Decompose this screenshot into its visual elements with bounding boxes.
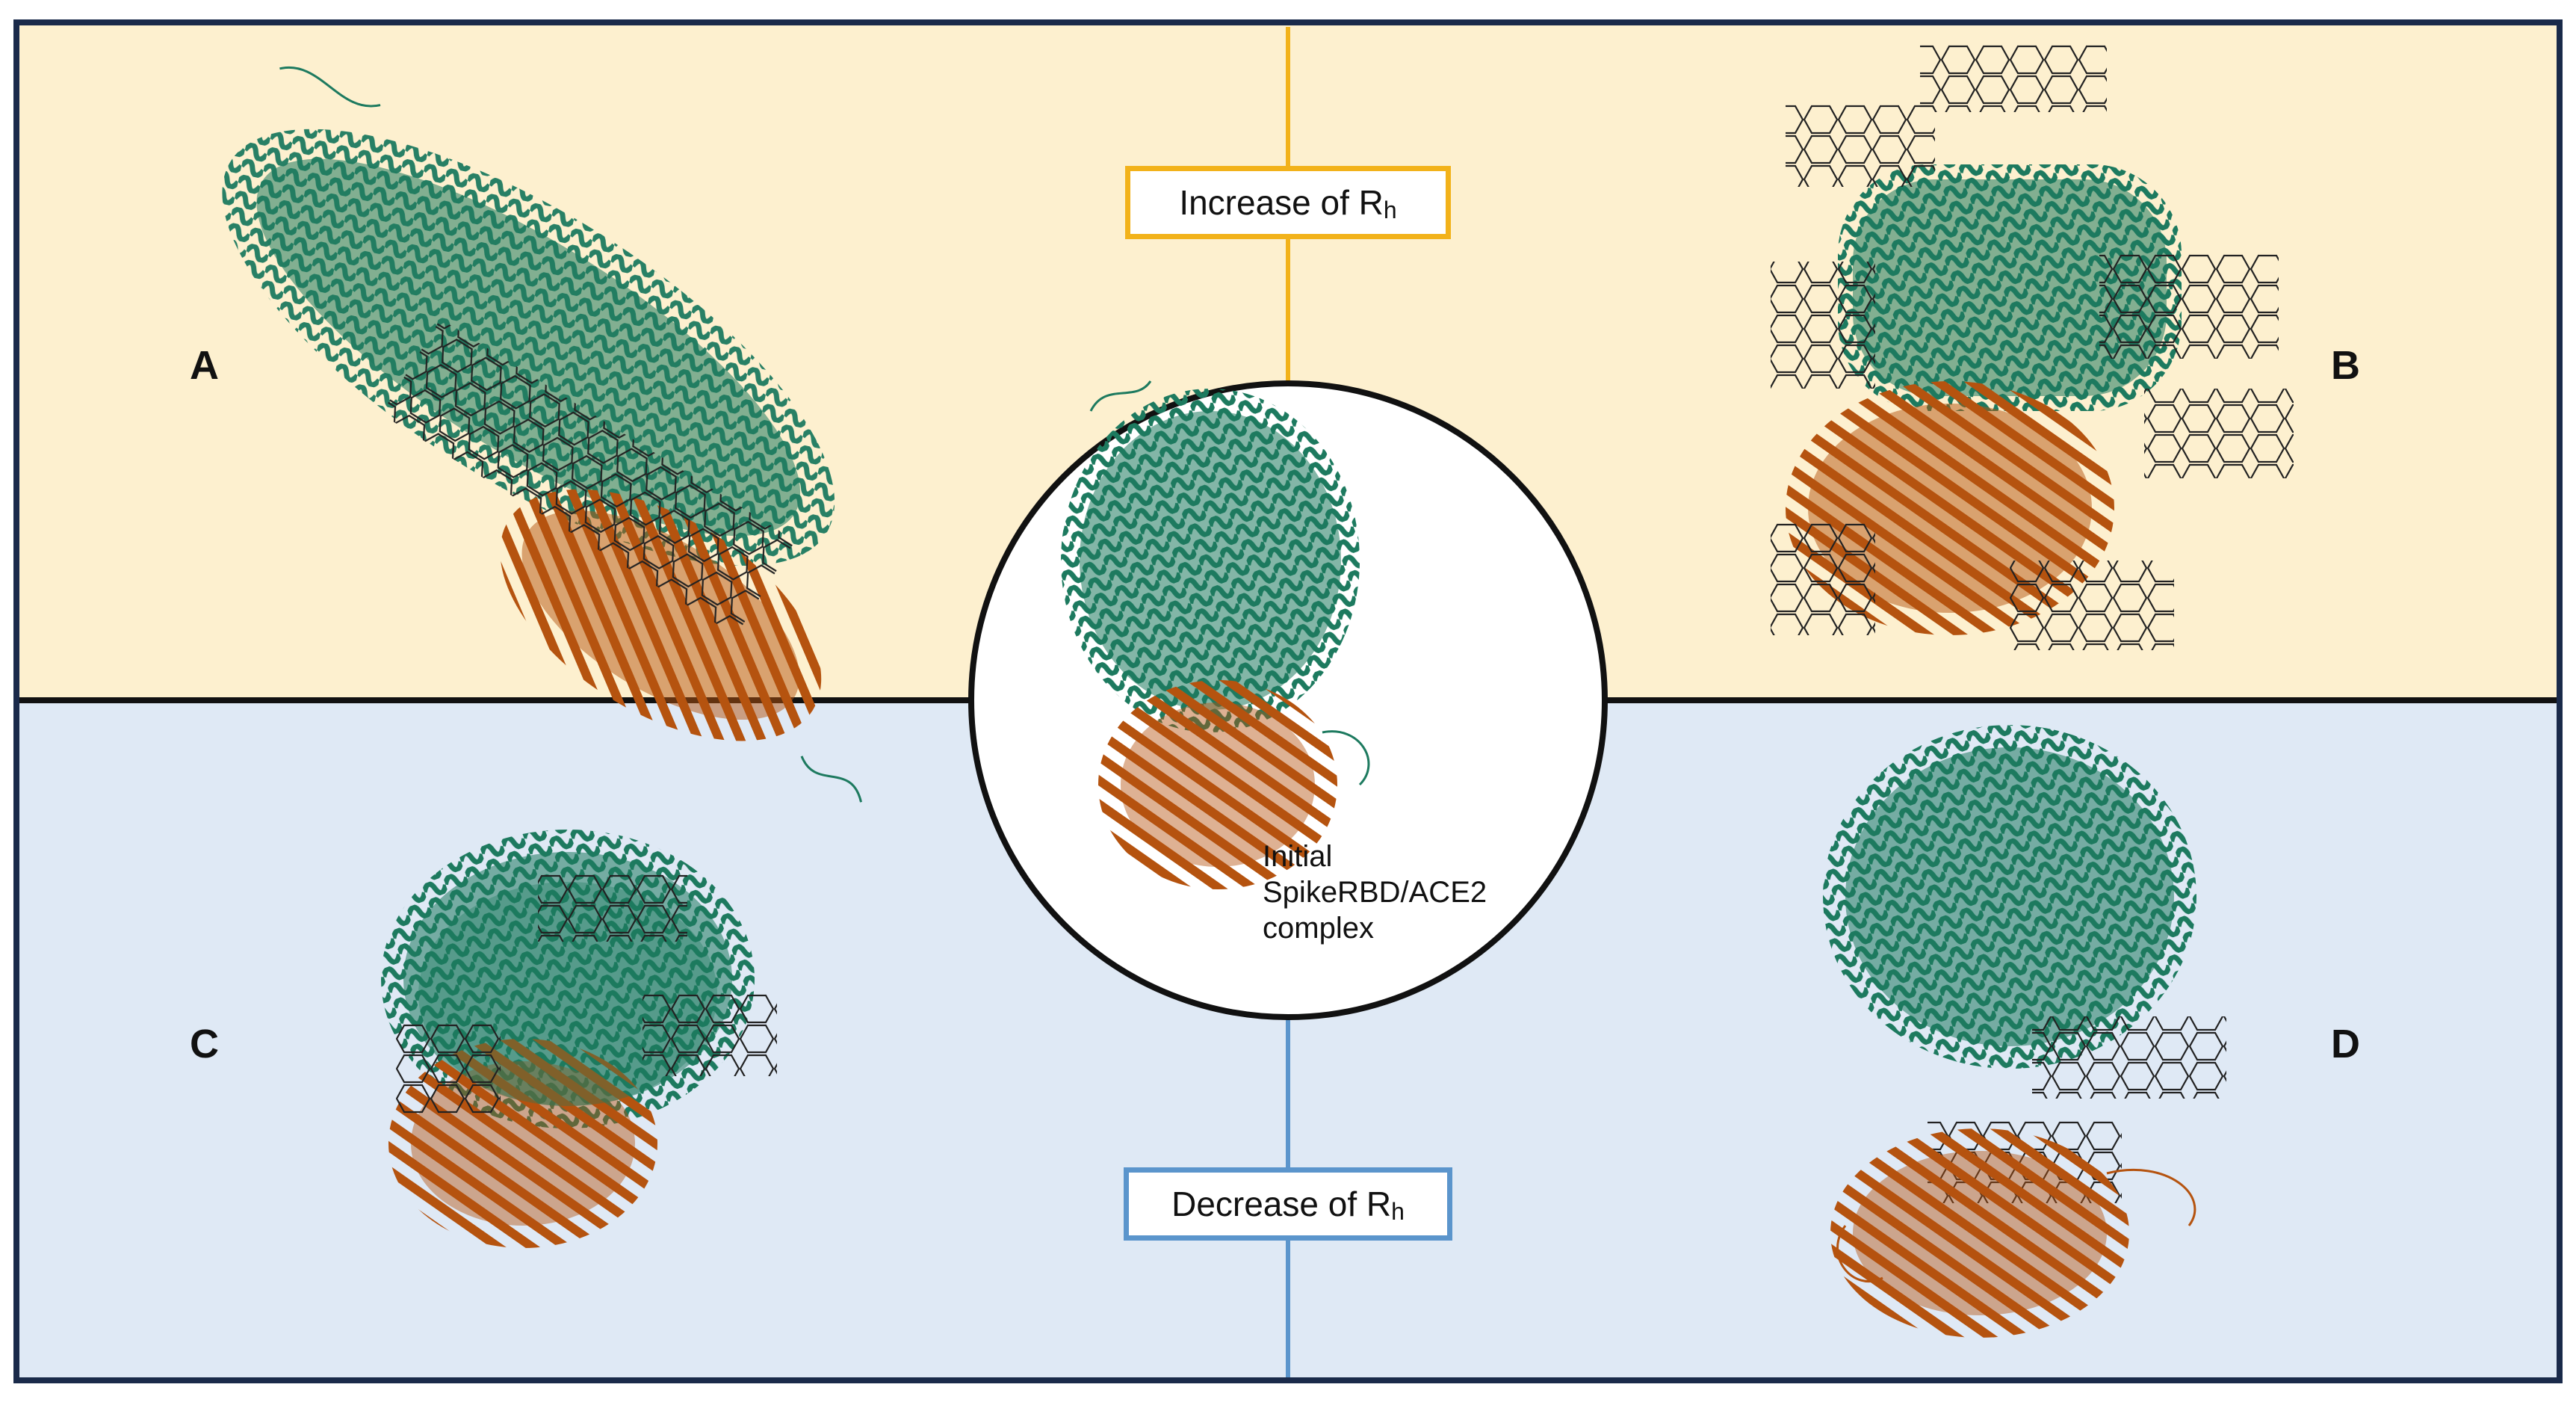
panel-d-structure xyxy=(1823,725,2226,1338)
panel-letter-a: A xyxy=(190,343,219,388)
panel-b-structure xyxy=(1771,45,2294,650)
increase-rh-text: Increase of R xyxy=(1179,183,1384,222)
increase-rh-subscript: h xyxy=(1383,196,1397,223)
decrease-rh-subscript: h xyxy=(1391,1197,1405,1225)
panel-a-structure xyxy=(222,66,862,803)
center-complex-label: Initial SpikeRBD/ACE2 complex xyxy=(1263,839,1487,946)
outer-frame xyxy=(13,19,2563,1383)
center-label-line3: complex xyxy=(1263,912,1374,945)
panel-c-structure xyxy=(381,830,777,1248)
center-label-line1: Initial xyxy=(1263,840,1333,873)
center-structure xyxy=(1061,380,1370,889)
decrease-rh-text: Decrease of R xyxy=(1171,1185,1392,1223)
panel-letter-d: D xyxy=(2331,1022,2360,1066)
center-label-line2: SpikeRBD/ACE2 xyxy=(1263,876,1487,909)
panel-letter-c: C xyxy=(190,1022,219,1066)
panel-letter-b: B xyxy=(2331,343,2360,388)
